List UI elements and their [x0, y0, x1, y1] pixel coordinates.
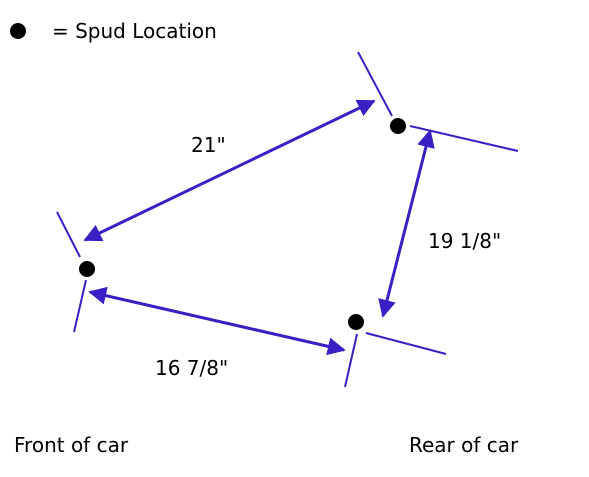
label-top-edge: 21" — [191, 133, 226, 157]
ref-line-rear-bottom-horizontal — [365, 332, 447, 355]
ref-line-rear-top-diagonal — [357, 51, 393, 117]
legend-dot-icon — [10, 23, 26, 39]
label-front-of-car: Front of car — [14, 433, 129, 457]
arrow-bottom-edge — [88, 286, 346, 356]
spud-dot-rear-bottom — [348, 314, 364, 330]
label-rear-of-car: Rear of car — [409, 433, 519, 457]
arrow-top-edge — [83, 99, 376, 242]
ref-line-front-diagonal — [56, 211, 81, 258]
arrow-right-edge — [378, 129, 435, 318]
label-bottom-edge: 16 7/8" — [155, 356, 228, 380]
ref-line-front-vertical — [73, 279, 87, 333]
spud-dot-front — [79, 261, 95, 277]
legend-text: = Spud Location — [52, 19, 217, 43]
label-right-edge: 19 1/8" — [428, 229, 501, 253]
spud-dot-rear-top — [390, 118, 406, 134]
ref-line-rear-bottom-vertical — [344, 333, 358, 388]
measurement-arrows — [83, 99, 435, 356]
